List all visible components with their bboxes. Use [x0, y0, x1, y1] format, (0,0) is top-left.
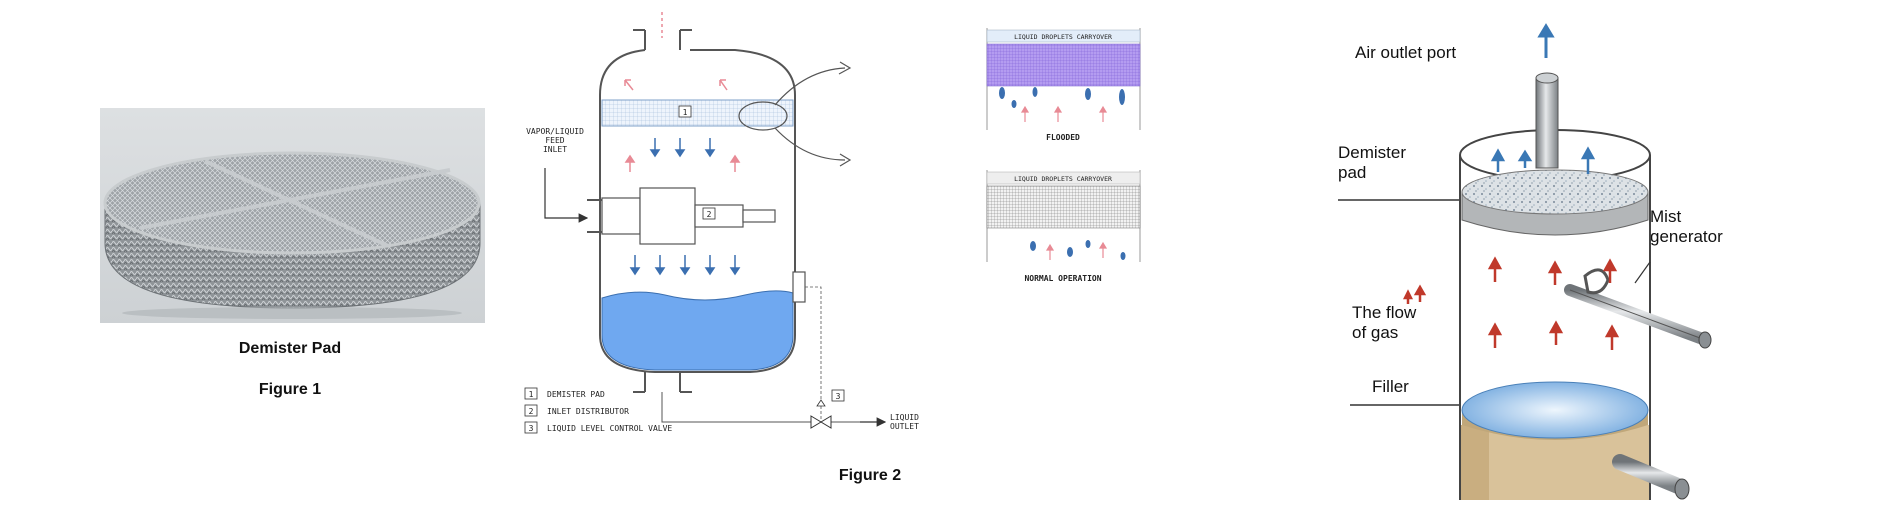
figure-2-panel: 1 2: [505, 0, 1165, 470]
callout-flooded: LIQUID DROPLETS CARRYOVER FLOODED: [986, 28, 1141, 142]
svg-text:LIQUID DROPLETS CARRYOVER: LIQUID DROPLETS CARRYOVER: [1014, 33, 1112, 41]
vapor-arrows-top: [624, 79, 728, 91]
normal-operation-label: NORMAL OPERATION: [1024, 274, 1101, 283]
outlet-label-1: LIQUID: [890, 413, 919, 422]
figure-1-title: Demister Pad: [238, 340, 342, 357]
svg-text:DEMISTER PAD: DEMISTER PAD: [547, 390, 605, 399]
svg-text:2: 2: [707, 210, 712, 219]
figure-1-panel: [100, 108, 485, 323]
gas-flow-label-2: of gas: [1352, 323, 1398, 342]
figure-2-caption: Figure 2: [838, 467, 902, 484]
liquid-level: [601, 290, 794, 371]
flow-arrows-upper: [624, 138, 741, 172]
svg-text:3: 3: [529, 424, 534, 433]
air-outlet-label: Air outlet port: [1355, 43, 1456, 62]
air-out-arrow: [1537, 23, 1555, 58]
demister-label-2: pad: [1338, 163, 1366, 182]
svg-text:LIQUID DROPLETS CARRYOVER: LIQUID DROPLETS CARRYOVER: [1014, 175, 1112, 183]
svg-text:LIQUID LEVEL CONTROL VALVE: LIQUID LEVEL CONTROL VALVE: [547, 424, 672, 433]
gas-flow-arrows: [1402, 256, 1620, 350]
figure-1-caption: Figure 1: [258, 381, 322, 398]
level-controller: [792, 271, 822, 420]
mist-separator-diagram: Air outlet port Demister pad Mist genera…: [1338, 23, 1723, 500]
callout-arrows: [774, 61, 852, 167]
air-arrows: [1490, 146, 1596, 174]
demister-pad-photo: [100, 108, 485, 323]
svg-text:2: 2: [529, 407, 534, 416]
top-nozzle: [633, 12, 692, 50]
inlet-distributor: 2: [587, 187, 776, 245]
legend: 1 DEMISTER PAD 2 INLET DISTRIBUTOR 3 LIQ…: [524, 387, 672, 434]
mist-generator-label-1: Mist: [1650, 207, 1681, 226]
svg-text:1: 1: [683, 108, 688, 117]
feed-label-2: FEED: [545, 136, 564, 145]
svg-text:1: 1: [529, 390, 534, 399]
filler-pipe: [1612, 454, 1690, 500]
bottom-nozzle: 3: [633, 372, 887, 429]
svg-text:INLET DISTRIBUTOR: INLET DISTRIBUTOR: [547, 407, 629, 416]
filler-label: Filler: [1372, 377, 1409, 396]
demister-label-1: Demister: [1338, 143, 1406, 162]
filler: [1461, 381, 1649, 440]
svg-text:3: 3: [836, 392, 841, 401]
demister-pad: [1461, 169, 1649, 236]
air-outlet-pipe: [1535, 72, 1559, 169]
vessel-demister-pad: [601, 99, 794, 127]
mist-generator-label-2: generator: [1650, 227, 1723, 246]
gas-flow-label-1: The flow: [1352, 303, 1417, 322]
outlet-label-2: OUTLET: [890, 422, 919, 431]
callout-normal: LIQUID DROPLETS CARRYOVER NORMAL OPERATI…: [986, 170, 1141, 283]
mist-generator: [1564, 261, 1712, 349]
separator-vessel-diagram: 1 2: [524, 12, 1141, 434]
feed-label-3: INLET: [543, 145, 567, 154]
feed-label-1: VAPOR/LIQUID: [526, 127, 584, 136]
figure-3-panel: Air outlet port Demister pad Mist genera…: [1320, 0, 1760, 500]
flow-arrows-lower: [629, 255, 741, 276]
flooded-label: FLOODED: [1046, 133, 1080, 142]
